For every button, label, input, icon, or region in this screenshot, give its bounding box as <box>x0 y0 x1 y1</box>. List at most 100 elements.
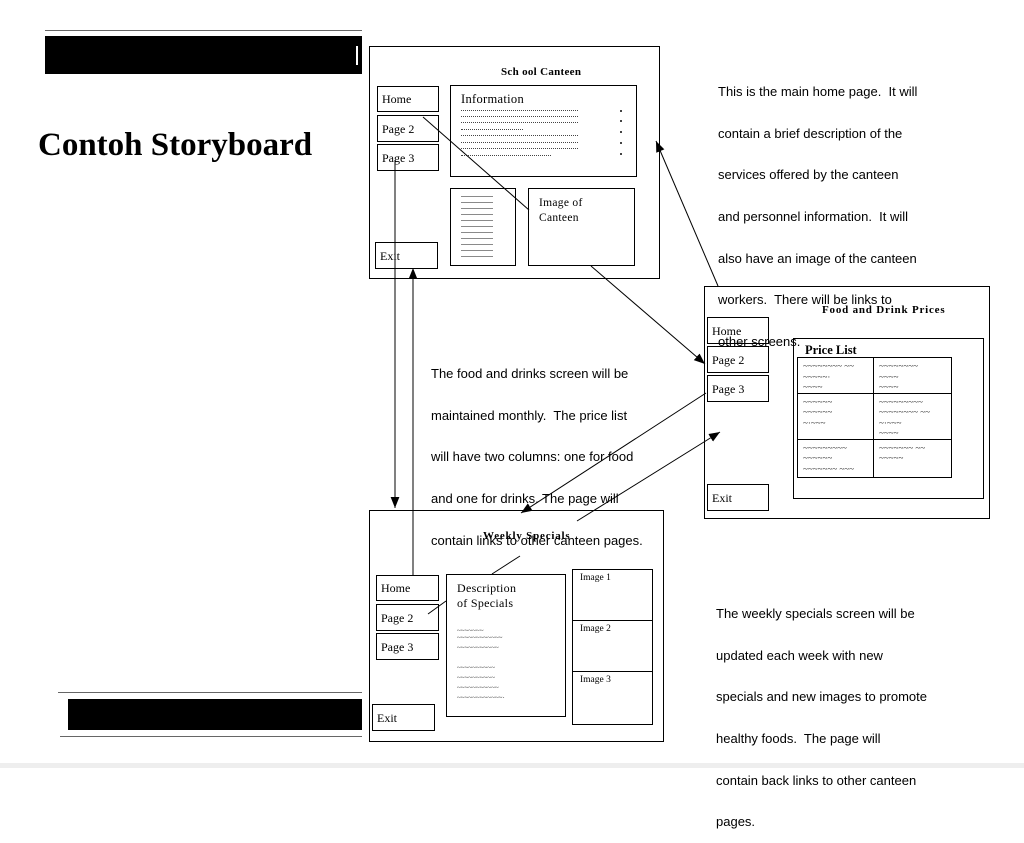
placeholder-line <box>461 116 578 117</box>
prices-screen-sketch: Food and Drink Prices Home Page 2 Page 3… <box>704 286 990 519</box>
note-prices-screen: The food and drinks screen will be maint… <box>431 339 643 561</box>
special-image-slot: Image 3 <box>573 672 652 724</box>
placeholder-line <box>461 250 493 251</box>
table-row: ~~~~~~~~~ ~~~~~~ ~~~~~~~ ~~~ ~~~~~~~ ~~ … <box>797 438 952 478</box>
prices-screen-home-button: Home <box>707 317 769 344</box>
prices-screen-exit-button: Exit <box>707 484 769 511</box>
canteen-image-caption-line1: Image of <box>539 197 583 209</box>
placeholder-dot <box>620 120 622 122</box>
description-panel: Description of Specials ~~~~~~~ ~~~~~~~~… <box>446 574 566 717</box>
note-line: This is the main home page. It will <box>718 83 918 99</box>
description-placeholder-line: ~~~~~~~ <box>457 627 484 635</box>
placeholder-line <box>461 202 493 203</box>
placeholder-dot <box>620 131 622 133</box>
table-row: ~~~~~~ ~~~~~~ ~·~~~ ~~~~~~~~~ ~~~~~~~~ ~… <box>797 392 952 440</box>
placeholder-line <box>461 232 493 233</box>
placeholder-line <box>461 220 493 221</box>
specials-screen-exit-button: Exit <box>372 704 435 731</box>
placeholder-line <box>461 196 493 197</box>
placeholder-line <box>461 208 493 209</box>
note-line: The food and drinks screen will be <box>431 365 629 381</box>
note-line: healthy foods. The page will <box>716 730 881 746</box>
top-black-bar <box>45 36 362 74</box>
placeholder-line <box>461 110 578 111</box>
note-line: contain links to other canteen pages. <box>431 532 643 548</box>
top-rule <box>45 30 362 31</box>
description-placeholder-line: ~~~~~~~~~~~~ <box>457 634 503 642</box>
placeholder-line <box>461 238 493 239</box>
prices-screen-title: Food and Drink Prices <box>822 304 946 317</box>
slide-bottom-strip <box>0 763 1024 768</box>
note-line: maintained monthly. The price list <box>431 407 628 423</box>
note-line: and personnel information. It will <box>718 208 909 224</box>
description-heading-line1: Description <box>457 581 517 595</box>
table-cell: ~~~~~~~~~ ~~~~~~~~ ~~ ~·~~~ ~~~~ <box>873 392 952 440</box>
home-screen-page3-button: Page 3 <box>377 144 439 171</box>
placeholder-line <box>461 155 551 156</box>
table-cell: ~~~~~~~ ~~ ~~~~~ <box>873 438 952 478</box>
specials-screen-page3-button: Page 3 <box>376 633 439 660</box>
placeholder-line <box>461 148 578 149</box>
placeholder-dot <box>620 142 622 144</box>
bottom-black-bar <box>68 699 362 730</box>
specials-screen-home-button: Home <box>376 575 439 601</box>
note-line: will have two columns: one for food <box>431 449 634 465</box>
special-image-label: Image 1 <box>580 573 611 583</box>
placeholder-line <box>461 122 578 123</box>
placeholder-line <box>461 129 523 130</box>
special-image-slot: Image 2 <box>573 621 652 672</box>
special-images-column: Image 1 Image 2 Image 3 <box>572 569 653 725</box>
prices-screen-page2-button: Page 2 <box>707 346 769 373</box>
specials-screen-title: Weekly Specials <box>483 530 571 543</box>
description-heading-line2: of Specials <box>457 596 514 610</box>
description-placeholder-line: ~~~~~~~~~~~~· <box>457 694 505 702</box>
home-screen-page2-button: Page 2 <box>377 115 439 142</box>
description-placeholder-line: ~~~~~~~~~~ <box>457 674 495 682</box>
placeholder-dot <box>620 153 622 155</box>
slide-title: Contoh Storyboard <box>38 127 313 163</box>
placeholder-line <box>461 214 493 215</box>
table-cell: ~~~~~~~~~ ~~~~~~ ~~~~~~~ ~~~ <box>797 438 874 478</box>
table-cell: ~~~~~~~~ ~~ ~~~~~· ~~~~ <box>797 357 874 394</box>
home-screen-home-button: Home <box>377 86 439 112</box>
canteen-image-placeholder: Image of Canteen <box>528 188 635 266</box>
note-line: The weekly specials screen will be <box>716 605 915 621</box>
description-placeholder-line: ~~~~~~~~~~~ <box>457 644 499 652</box>
note-line: also have an image of the canteen <box>718 250 917 266</box>
placeholder-line <box>461 256 493 257</box>
prices-screen-page3-button: Page 3 <box>707 375 769 402</box>
price-table: ~~~~~~~~ ~~ ~~~~~· ~~~~ ~~~~~~~~ ~~~~ ~~… <box>797 357 952 478</box>
note-line: workers. There will be links to <box>718 292 892 308</box>
bottom-rule-upper <box>58 692 362 693</box>
home-screen-sketch: Sch ool Canteen Home Page 2 Page 3 Exit … <box>369 46 660 279</box>
table-cell: ~~~~~~ ~~~~~~ ~·~~~ <box>797 392 874 440</box>
table-row: ~~~~~~~~ ~~ ~~~~~· ~~~~ ~~~~~~~~ ~~~~ ~~… <box>797 357 952 394</box>
price-list-heading: Price List <box>805 343 857 357</box>
note-specials-screen: The weekly specials screen will be updat… <box>716 579 927 843</box>
canteen-image-caption-line2: Canteen <box>539 212 579 224</box>
placeholder-line <box>461 226 493 227</box>
information-panel: Information <box>450 85 637 177</box>
note-line: and one for drinks. The page will <box>431 490 619 506</box>
specials-screen-page2-button: Page 2 <box>376 604 439 631</box>
placeholder-line <box>461 244 493 245</box>
placeholder-line <box>461 135 578 136</box>
table-cell: ~~~~~~~~ ~~~~ ~~~~ <box>873 357 952 394</box>
price-list-panel: Price List ~~~~~~~~ ~~ ~~~~~· ~~~~ ~~~~~… <box>793 338 984 499</box>
placeholder-line <box>461 142 578 143</box>
special-image-label: Image 3 <box>580 675 611 685</box>
note-line: other screens. <box>718 334 801 350</box>
bottom-rule-lower <box>60 736 362 737</box>
note-line: specials and new images to promote <box>716 689 928 705</box>
note-line: services offered by the canteen <box>718 167 899 183</box>
description-placeholder-line: ~~~~~~~~~~~ <box>457 684 499 692</box>
note-home-screen: This is the main home page. It will cont… <box>718 57 917 363</box>
note-line: pages. <box>716 814 756 830</box>
note-line: contain back links to other canteen <box>716 772 917 788</box>
home-screen-exit-button: Exit <box>375 242 438 269</box>
arrow-note-to-home-screen <box>655 140 719 287</box>
placeholder-dot <box>620 110 622 112</box>
information-heading: Information <box>461 92 525 106</box>
personnel-list-panel <box>450 188 516 266</box>
special-image-label: Image 2 <box>580 624 611 634</box>
